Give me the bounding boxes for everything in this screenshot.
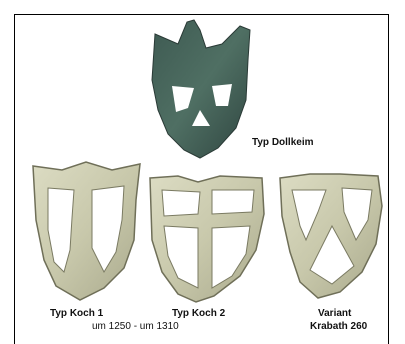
label-date-range: um 1250 - um 1310 (92, 321, 179, 332)
shield-variant-krabath (280, 174, 382, 298)
label-typ-koch-1: Typ Koch 1 (50, 308, 103, 319)
shield-koch1 (33, 162, 140, 300)
label-krabath-260: Krabath 260 (310, 321, 367, 332)
label-typ-dollkeim: Typ Dollkeim (252, 137, 314, 148)
label-typ-koch-2: Typ Koch 2 (172, 308, 225, 319)
label-variant: Variant (318, 308, 351, 319)
shield-koch2 (150, 176, 264, 302)
shield-dollkeim (152, 20, 250, 158)
